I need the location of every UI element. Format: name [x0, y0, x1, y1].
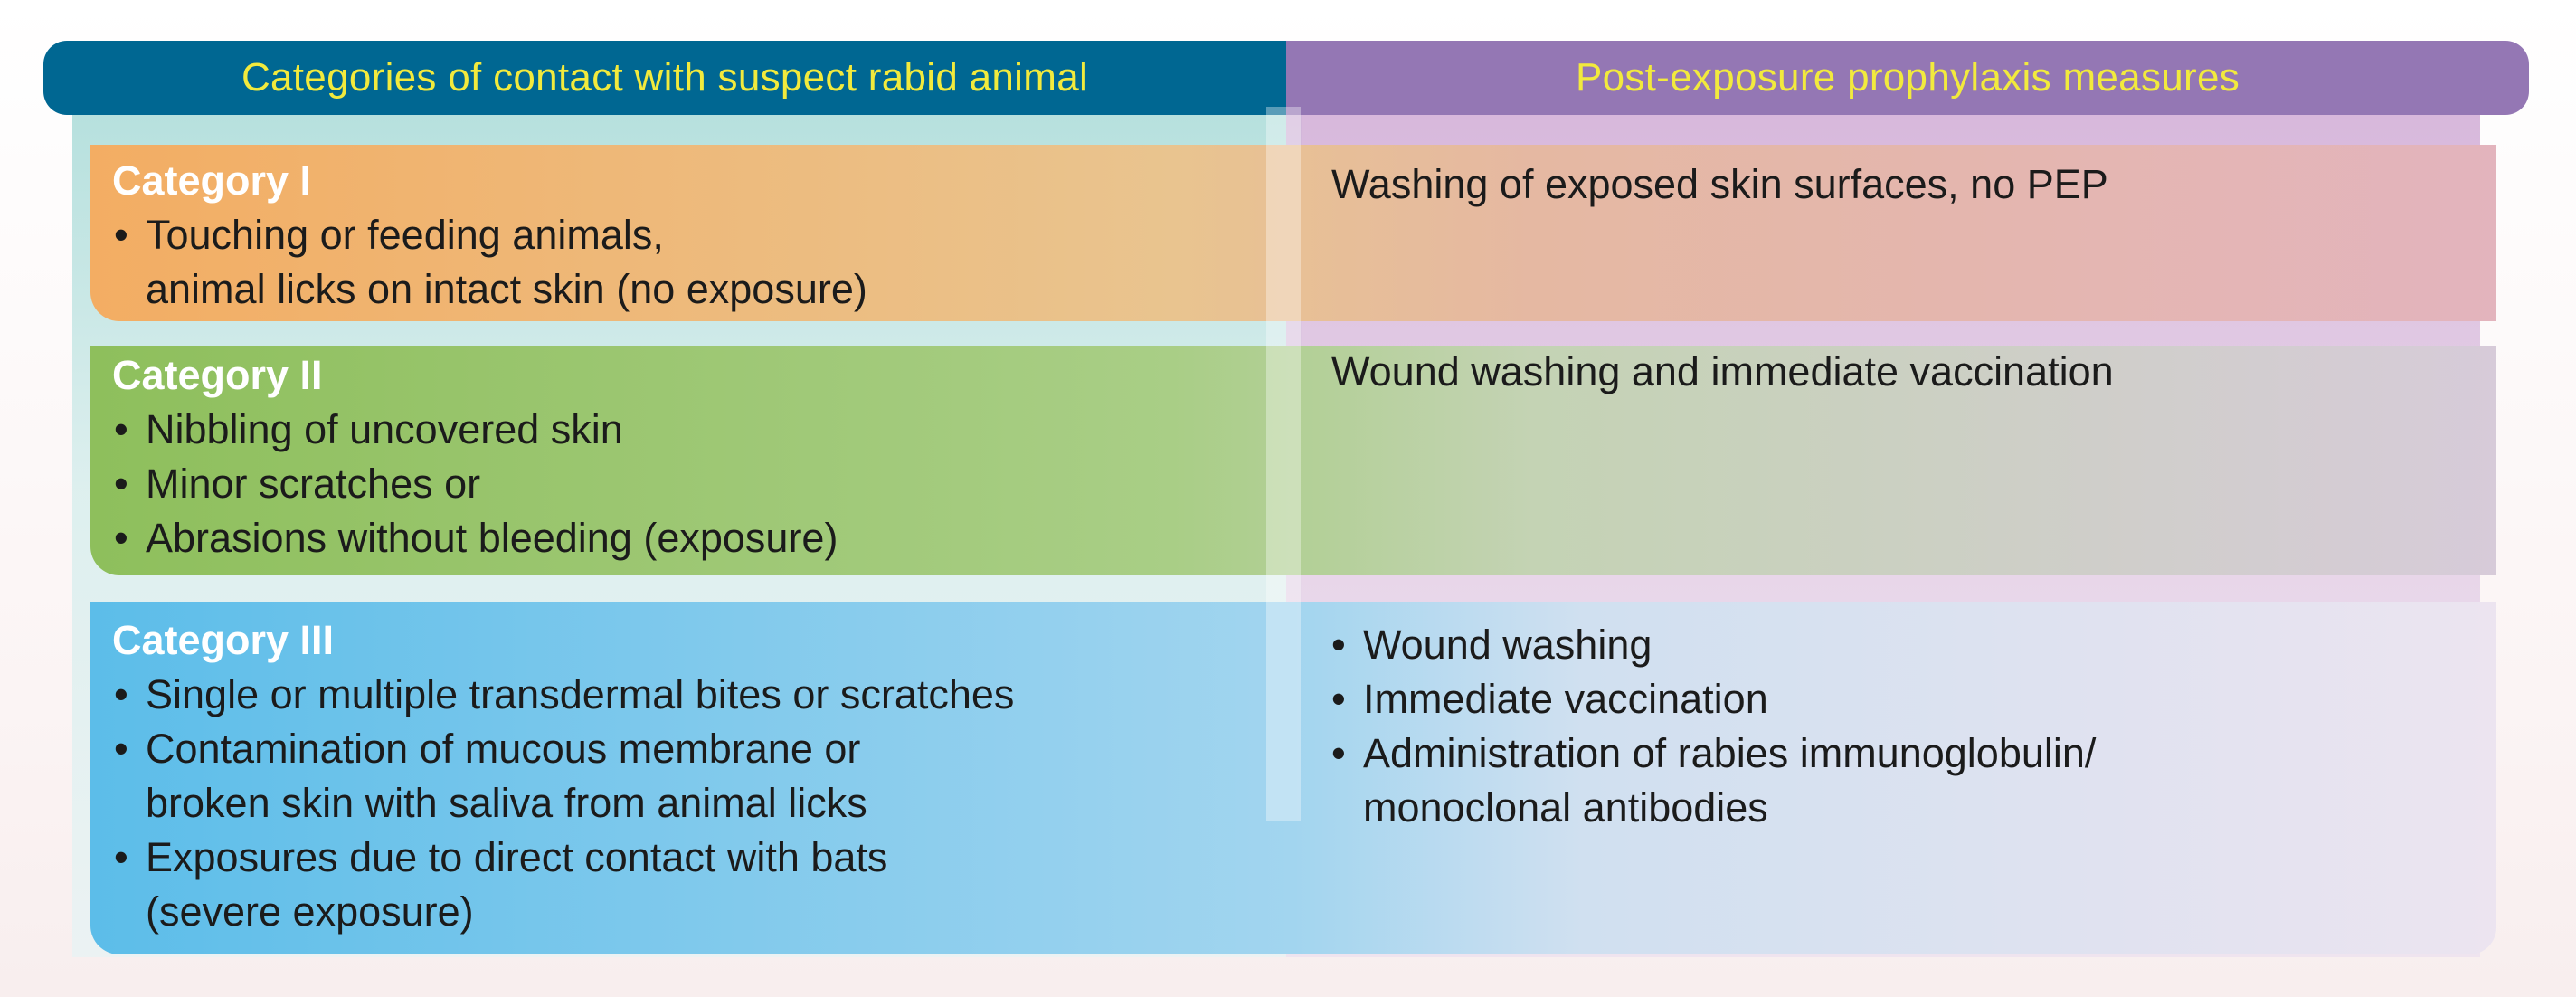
list-item: Touching or feeding animals, animal lick…	[112, 208, 867, 317]
category-3-contact-list: Single or multiple transdermal bites or …	[112, 668, 1014, 939]
category-2-contact-list: Nibbling of uncovered skin Minor scratch…	[112, 403, 838, 565]
table-header: Categories of contact with suspect rabid…	[43, 41, 2529, 115]
list-item: Minor scratches or	[112, 457, 838, 511]
list-item: Abrasions without bleeding (exposure)	[112, 511, 838, 565]
category-2-contact-cell: Category II Nibbling of uncovered skin M…	[112, 348, 838, 565]
list-item: Single or multiple transdermal bites or …	[112, 668, 1014, 722]
category-3-title: Category III	[112, 617, 335, 663]
category-3-measures-cell: Wound washing Immediate vaccination Admi…	[1330, 618, 2096, 835]
header-contact-categories: Categories of contact with suspect rabid…	[43, 41, 1286, 115]
category-1-title: Category I	[112, 157, 312, 204]
category-1-measures-cell: Washing of exposed skin surfaces, no PEP	[1331, 157, 2108, 212]
category-1-contact-cell: Category I Touching or feeding animals, …	[112, 154, 867, 317]
list-item: Exposures due to direct contact with bat…	[112, 831, 1014, 939]
category-1-contact-list: Touching or feeding animals, animal lick…	[112, 208, 867, 317]
category-3-contact-cell: Category III Single or multiple transder…	[112, 613, 1014, 939]
category-3-measures-list: Wound washing Immediate vaccination Admi…	[1330, 618, 2096, 835]
list-item: Nibbling of uncovered skin	[112, 403, 838, 457]
list-item: Wound washing	[1330, 618, 2096, 672]
category-2-measures-cell: Wound washing and immediate vaccination	[1331, 345, 2114, 399]
column-divider	[1266, 107, 1301, 821]
list-item: Immediate vaccination	[1330, 672, 2096, 726]
header-pep-measures: Post-exposure prophylaxis measures	[1286, 41, 2529, 115]
category-1-measures-text: Washing of exposed skin surfaces, no PEP	[1331, 161, 2108, 207]
category-2-title: Category II	[112, 352, 323, 398]
category-2-measures-text: Wound washing and immediate vaccination	[1331, 348, 2114, 394]
list-item: Administration of rabies immunoglobulin/…	[1330, 726, 2096, 835]
list-item: Contamination of mucous membrane or brok…	[112, 722, 1014, 831]
